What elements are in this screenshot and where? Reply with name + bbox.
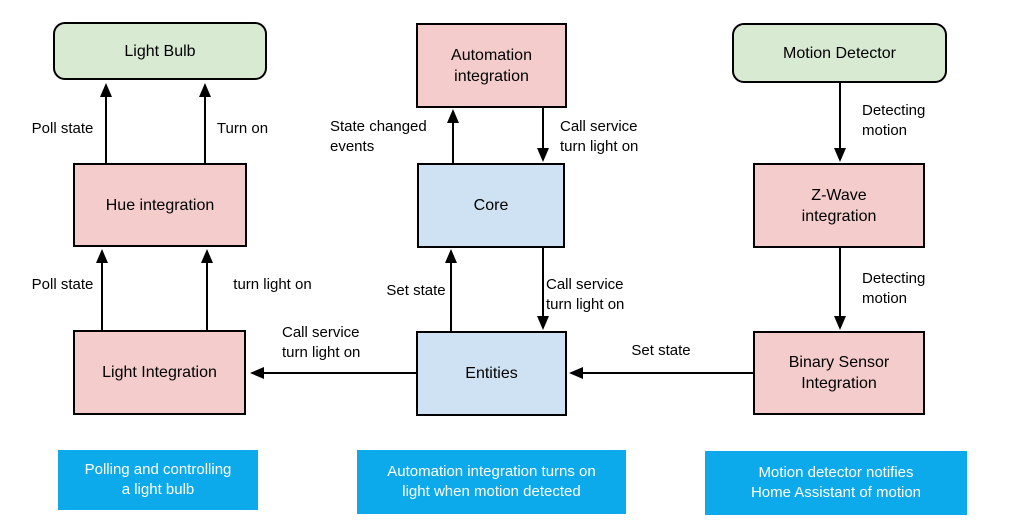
- node-hue-integration: Hue integration: [73, 163, 247, 247]
- node-automation-integration: Automation integration: [416, 23, 567, 108]
- node-zwave-integration: Z-Wave integration: [753, 163, 925, 248]
- edge-label-call-service-upper: Call service turn light on: [560, 118, 639, 155]
- edge-label-detecting-motion-lower: Detecting motion: [862, 270, 926, 307]
- node-light-integration: Light Integration: [73, 330, 246, 415]
- edge-label-set-state-from-binary-sensor: Set state: [631, 342, 691, 359]
- caption-automation-turns-on-light: Automation integration turns on light wh…: [357, 450, 626, 514]
- node-binary-sensor-integration: Binary Sensor Integration: [753, 331, 925, 415]
- node-motion-detector: Motion Detector: [732, 23, 947, 83]
- edge-label-call-service-lower: Call service turn light on: [546, 276, 625, 313]
- node-core: Core: [417, 163, 565, 248]
- edge-label-turn-light-on: turn light on: [233, 276, 312, 293]
- edge-label-call-service-to-light-integration: Call service turn light on: [282, 324, 361, 361]
- edge-label-set-state-mid: Set state: [386, 282, 446, 299]
- edge-label-poll-state-lower: Poll state: [31, 276, 94, 293]
- edge-label-poll-state-upper: Poll state: [31, 120, 94, 137]
- node-light-bulb: Light Bulb: [53, 22, 267, 80]
- caption-motion-detector-notifies: Motion detector notifies Home Assistant …: [705, 451, 967, 515]
- edge-label-state-changed-events: State changed events: [330, 118, 427, 155]
- caption-polling-controlling: Polling and controlling a light bulb: [58, 450, 258, 510]
- edge-label-turn-on: Turn on: [216, 120, 269, 137]
- node-entities: Entities: [416, 331, 567, 416]
- edge-label-detecting-motion-upper: Detecting motion: [862, 102, 926, 139]
